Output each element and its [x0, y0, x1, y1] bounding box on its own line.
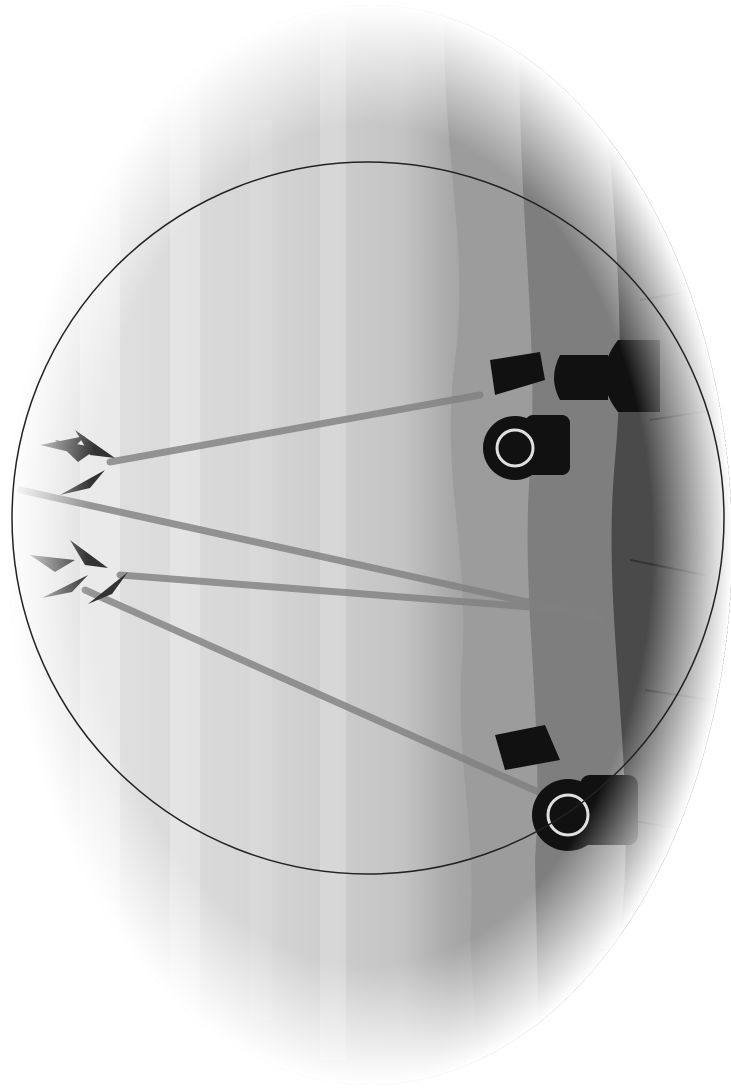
vignette-fade	[8, 5, 731, 1085]
